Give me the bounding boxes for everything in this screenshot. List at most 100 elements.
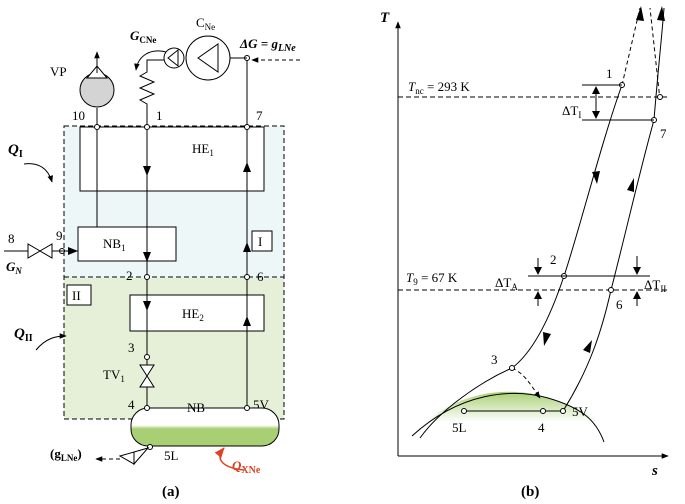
point-label-6: 6 bbox=[616, 297, 623, 312]
axis-s-label: s bbox=[651, 463, 658, 479]
tnc-label: Tnc = 293 K bbox=[408, 79, 470, 96]
gl-label: (gLNe) bbox=[50, 446, 82, 463]
q1-arrow bbox=[23, 163, 53, 183]
inlet-arrow bbox=[68, 247, 78, 255]
he1-box bbox=[79, 126, 265, 192]
node-label-3: 3 bbox=[128, 340, 135, 355]
node-3 bbox=[144, 354, 150, 360]
node-label-9: 9 bbox=[56, 228, 63, 243]
node-2 bbox=[144, 274, 150, 280]
point-label-3: 3 bbox=[491, 352, 498, 367]
node-4 bbox=[144, 405, 150, 411]
curve-1-2-3 bbox=[511, 84, 623, 369]
node-label-5l: 5L bbox=[164, 448, 179, 463]
c-ne-label: CNe bbox=[196, 15, 215, 32]
g-cne-label: GCNe bbox=[130, 28, 156, 45]
q2-label: QII bbox=[14, 326, 33, 344]
node-1 bbox=[144, 124, 150, 130]
node-5l bbox=[147, 444, 153, 450]
arrow-asc-1 bbox=[627, 178, 634, 192]
saturation-dome-fill bbox=[426, 391, 598, 422]
zone-1-label-box bbox=[251, 230, 273, 252]
arrow-desc-2 bbox=[543, 332, 551, 346]
nb1-box bbox=[77, 226, 177, 262]
nb1-label: NB1 bbox=[103, 236, 126, 253]
q2-arrow bbox=[35, 333, 67, 351]
compressor-small-symbol bbox=[167, 48, 179, 68]
q-xne-label: QXNe bbox=[232, 458, 261, 476]
dti-label: ΔTI bbox=[562, 103, 581, 120]
panel-a: HE1 NB1 HE2 I II 10 1 bbox=[4, 15, 300, 500]
curve-1-top-dash bbox=[621, 7, 641, 86]
point-label-2: 2 bbox=[550, 252, 557, 267]
panel-b-caption: (b) bbox=[521, 484, 539, 500]
dtii-arrow-head-1 bbox=[633, 267, 641, 275]
dtii-label: ΔTII bbox=[644, 277, 666, 294]
dti-arrow-head-2 bbox=[592, 111, 600, 119]
liquid-valve-icon bbox=[118, 447, 150, 466]
flow-arrow-up-2 bbox=[243, 242, 251, 252]
node-5v bbox=[244, 405, 250, 411]
dta-label: ΔTA bbox=[495, 275, 518, 292]
inlet-valve-icon bbox=[27, 243, 53, 259]
point-label-5v: 5V bbox=[572, 404, 589, 419]
point-label-7: 7 bbox=[660, 126, 667, 141]
curve-7-up bbox=[653, 7, 665, 121]
panel-b: T s Tnc = 293 K T9 = 67 K bbox=[380, 6, 669, 500]
node-label-1: 1 bbox=[156, 108, 163, 123]
node-label-4: 4 bbox=[128, 397, 135, 412]
g-cne-arrow bbox=[134, 50, 167, 71]
curve-3-4 bbox=[511, 367, 541, 399]
zone-1-label: I bbox=[258, 234, 262, 249]
node-label-2: 2 bbox=[126, 268, 133, 283]
vp-label: VP bbox=[50, 64, 67, 79]
node-label-10: 10 bbox=[72, 108, 85, 123]
zone-2-label: II bbox=[72, 288, 81, 303]
flow-arrow-down-2 bbox=[143, 252, 151, 262]
node-label-6: 6 bbox=[257, 269, 264, 284]
top-arrow-2 bbox=[657, 6, 665, 21]
point-6 bbox=[608, 287, 614, 293]
point-3 bbox=[509, 365, 515, 371]
flow-arrow-up-1 bbox=[243, 162, 251, 172]
top-arrow-1 bbox=[636, 6, 644, 21]
node-6 bbox=[244, 274, 250, 280]
node-label-7: 7 bbox=[256, 108, 263, 123]
zone-2-label-box bbox=[66, 284, 92, 306]
node-7 bbox=[244, 124, 250, 130]
point-5l bbox=[461, 408, 467, 414]
delta-g-label: ΔG = gLNe bbox=[239, 36, 296, 54]
he1-label: HE1 bbox=[192, 141, 214, 158]
node-10 bbox=[94, 124, 100, 130]
point-label-4: 4 bbox=[538, 420, 545, 435]
flow-arrow-down-3 bbox=[143, 301, 151, 311]
t9-label: T9 = 67 K bbox=[406, 270, 458, 287]
curve-7-top-dash bbox=[649, 7, 661, 101]
q1-label: QI bbox=[8, 142, 23, 160]
he2-box bbox=[129, 294, 265, 332]
curve-3-outer bbox=[419, 367, 513, 439]
curve-5v-6-7 bbox=[562, 119, 655, 412]
flow-arrow-up-3 bbox=[243, 316, 251, 326]
dta-arrow-head-2 bbox=[534, 291, 542, 299]
gn-label: GN bbox=[6, 259, 22, 276]
point-tnc-7 bbox=[657, 94, 663, 100]
arrow-asc-2 bbox=[583, 340, 592, 353]
point-5v bbox=[560, 408, 566, 414]
point-label-5l: 5L bbox=[452, 420, 467, 435]
point-label-1: 1 bbox=[606, 66, 613, 81]
tv1-label: TV1 bbox=[103, 367, 125, 384]
node-label-8: 8 bbox=[8, 231, 15, 246]
flow-arrow-down-1 bbox=[143, 166, 151, 176]
dti-arrow-head-1 bbox=[592, 86, 600, 94]
point-4 bbox=[540, 408, 546, 414]
panel-a-caption: (a) bbox=[162, 484, 180, 500]
q-xne-arrow bbox=[214, 447, 245, 471]
nb-label: NB bbox=[187, 400, 205, 415]
compressor-cne-symbol bbox=[197, 43, 219, 73]
arrow-desc-1 bbox=[592, 171, 600, 184]
line-1-zigzag bbox=[138, 59, 168, 112]
he2-label: HE2 bbox=[182, 306, 204, 323]
dtii-arrow-head-2 bbox=[633, 291, 641, 299]
